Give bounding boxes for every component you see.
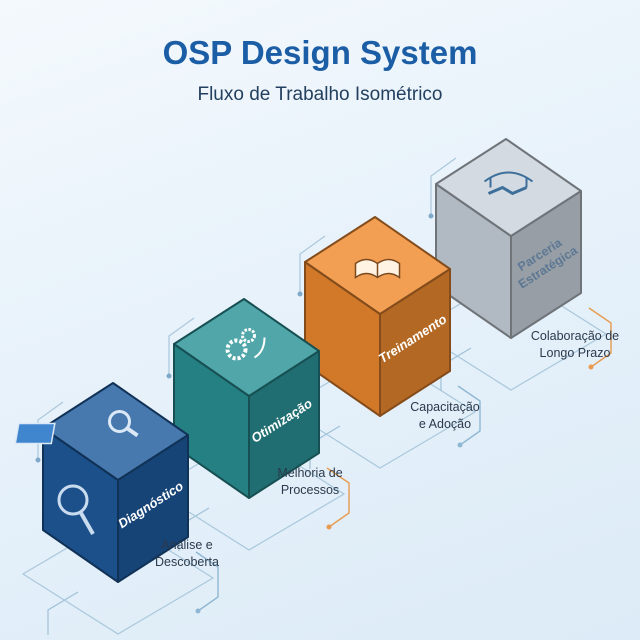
cube-step-3: Treinamento	[304, 216, 451, 417]
page-title: OSP Design System	[162, 34, 478, 71]
caption-step-4: Colaboração de Longo Prazo	[505, 328, 640, 362]
caption-line: Longo Prazo	[539, 346, 611, 360]
circuit-line	[47, 591, 79, 635]
handshake-bridge-icon	[483, 171, 534, 196]
caption-line: Descoberta	[155, 555, 219, 569]
magnifier-blueprint-icon	[14, 410, 139, 445]
gears-icon	[225, 328, 266, 361]
circuit-line	[326, 467, 350, 528]
circuit-node	[297, 291, 303, 297]
cube-top-face	[173, 298, 320, 397]
circuit-node	[326, 524, 332, 530]
circuit-node	[588, 364, 594, 370]
caption-line: Melhoria de	[277, 466, 343, 480]
caption-line: Colaboração de	[530, 329, 620, 343]
cube-top-face	[435, 138, 582, 237]
circuit-line	[37, 401, 64, 460]
circuit-line	[299, 235, 326, 294]
circuit-line	[457, 385, 481, 446]
caption-step-3: Capacitação e Adoção	[375, 399, 515, 433]
caption-line: Análise e	[161, 538, 213, 552]
caption-line: e Adoção	[418, 417, 472, 431]
page-subtitle: Fluxo de Trabalho Isométrico	[197, 84, 443, 105]
caption-line: Processos	[280, 483, 340, 497]
circuit-line	[430, 157, 457, 216]
circuit-node	[35, 457, 41, 463]
circuit-node	[428, 213, 434, 219]
caption-line: Capacitação	[410, 400, 480, 414]
circuit-line	[195, 551, 219, 612]
circuit-line	[588, 307, 612, 368]
circuit-node	[457, 442, 463, 448]
cube-step-2: Otimização	[173, 298, 320, 499]
cube-step-1: Diagnóstico	[14, 382, 189, 583]
caption-step-1: Análise e Descoberta	[117, 537, 257, 571]
magnifier-icon	[57, 484, 89, 516]
caption-step-2: Melhoria de Processos	[240, 465, 380, 499]
circuit-node	[195, 608, 201, 614]
book-icon	[354, 258, 401, 279]
circuit-line	[168, 317, 195, 376]
circuit-node	[166, 373, 172, 379]
